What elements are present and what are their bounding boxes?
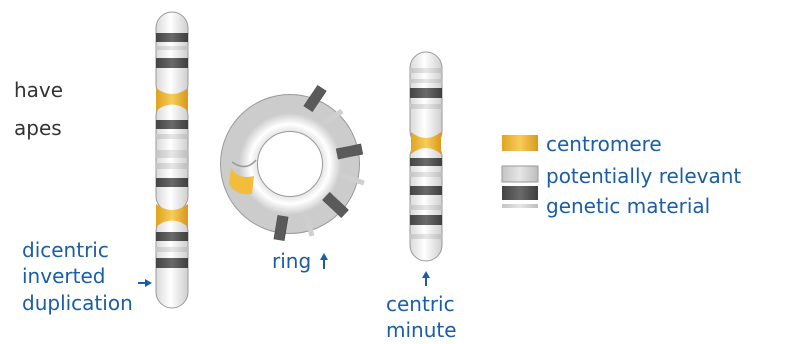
intro-text-line1: have — [14, 78, 63, 102]
centric-minute-arrow-icon — [422, 271, 430, 286]
dicentric-label-line3: duplication — [22, 291, 133, 315]
legend: centromere potentially relevant genetic … — [501, 132, 741, 218]
ring-chromosome — [220, 84, 365, 241]
dicentric-arrow-icon — [138, 279, 152, 287]
centromere-band — [411, 132, 441, 154]
dicentric-label-line2: inverted — [22, 264, 105, 288]
legend-centromere-label: centromere — [546, 132, 662, 156]
dicentric-label-line1: dicentric — [22, 238, 109, 262]
dicentric-chromosome — [155, 11, 189, 309]
centric-minute-label-line2: minute — [386, 318, 457, 342]
legend-material-line2: genetic material — [546, 194, 710, 218]
legend-material-line1: potentially relevant — [546, 164, 741, 188]
centric-minute-label-line1: centric — [386, 292, 455, 316]
ring-label: ring — [272, 249, 311, 273]
intro-text-line2: apes — [14, 116, 62, 140]
ring-arrow-icon — [320, 253, 328, 269]
centromere-swatch — [502, 135, 538, 151]
genetic-material-swatch — [501, 165, 539, 208]
centromere-band — [229, 168, 254, 195]
centric-minute-chromosome — [409, 51, 443, 262]
